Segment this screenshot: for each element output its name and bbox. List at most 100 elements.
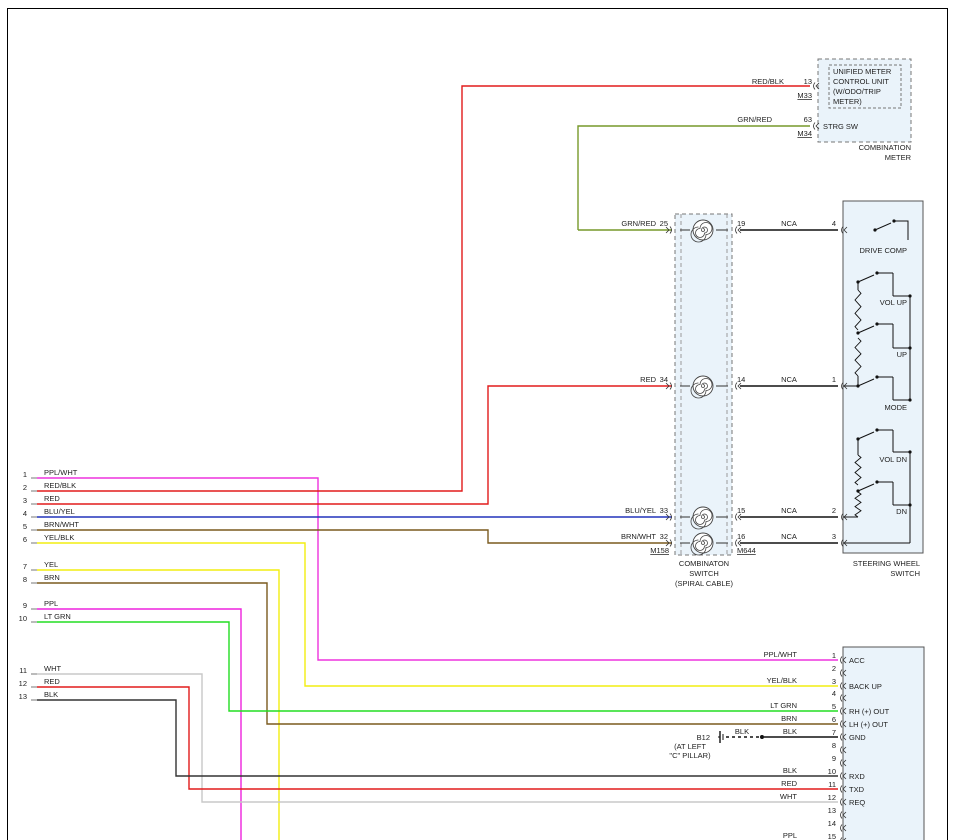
left-pin-9: 9 — [23, 601, 27, 610]
left-wire-label-6: YEL/BLK — [44, 533, 74, 542]
cs-terminal-in-34 — [665, 382, 672, 390]
audio-terminal-4 — [840, 694, 847, 702]
switch-label-vol-dn: VOL DN — [879, 455, 907, 464]
meter-unit-label-line-4: METER) — [833, 97, 862, 106]
resistor-dn-icon — [854, 491, 862, 518]
cs-terminal-out-19 — [735, 226, 742, 234]
cs-wire-in-25: GRN/RED — [621, 219, 656, 228]
audio-wire-label-12: WHT — [780, 792, 797, 801]
steering-wheel-switch: STEERING WHEEL SWITCH DRIVE COMP VOL UP … — [842, 200, 924, 578]
left-pin-6: 6 — [23, 535, 27, 544]
cs-terminal-out-14 — [735, 382, 742, 390]
diagram-frame — [7, 8, 948, 840]
meter-connector-m33: M33 — [797, 91, 812, 100]
cs-wire-out-16: NCA — [781, 532, 797, 541]
left-wire-label-13: BLK — [44, 690, 58, 699]
audio-wire-label-7: BLK — [783, 727, 797, 736]
left-pin-13: 13 — [19, 692, 27, 701]
left-pin-11: 11 — [19, 666, 27, 675]
meter-pin-63: 63 — [804, 115, 812, 124]
switch-label-vol-up: VOL UP — [880, 298, 907, 307]
audio-pin-13: 13 — [828, 806, 836, 815]
cs-wire-out-14: NCA — [781, 375, 797, 384]
audio-terminal-6 — [840, 720, 847, 728]
comb-switch-connector-m158: M158 — [650, 546, 669, 555]
sws-terminal-4 — [841, 226, 848, 234]
sws-terminal-1 — [841, 382, 848, 390]
left-wire-label-12: RED — [44, 677, 60, 686]
meter-wire-label-2: GRN/RED — [737, 115, 772, 124]
comb-switch-title-line-1: COMBINATON — [679, 559, 729, 568]
audio-pin-11: 11 — [828, 780, 836, 789]
audio-pin-15: 15 — [828, 832, 836, 840]
cs-pin-out-19: 19 — [737, 219, 745, 228]
cs-terminal-in-32 — [665, 539, 672, 547]
cs-pin-out-15: 15 — [737, 506, 745, 515]
audio-unit — [842, 646, 925, 840]
meter-terminal-63 — [813, 122, 820, 130]
left-pin-12: 12 — [19, 679, 27, 688]
switch-label-drive-comp: DRIVE COMP — [859, 246, 907, 255]
spiral-cable-icon-32 — [690, 532, 714, 556]
audio-wire-label-1: PPL/WHT — [764, 650, 798, 659]
audio-wire-label-10: BLK — [783, 766, 797, 775]
audio-terminal-2 — [840, 669, 847, 677]
audio-pin-6: 6 — [832, 715, 836, 724]
audio-terminal-11 — [840, 785, 847, 793]
audio-pin-12: 12 — [828, 793, 836, 802]
resistor-vol-up-icon — [854, 289, 862, 331]
left-wire-label-4: BLU/YEL — [44, 507, 75, 516]
audio-func-5: RH (+) OUT — [849, 707, 890, 716]
audio-pin-7: 7 — [832, 728, 836, 737]
left-pin-7: 7 — [23, 562, 27, 571]
left-wire-label-1: PPL/WHT — [44, 468, 78, 477]
comb-switch-title-line-3: (SPIRAL CABLE) — [675, 579, 734, 588]
left-wire-label-10: LT GRN — [44, 612, 71, 621]
wire-ppl — [37, 608, 242, 840]
switch-label-dn: DN — [896, 507, 907, 516]
audio-wire-label-5: LT GRN — [770, 701, 797, 710]
audio-terminal-8 — [840, 746, 847, 754]
cs-terminal-out-15 — [735, 513, 742, 521]
left-wire-label-8: BRN — [44, 573, 60, 582]
audio-func-10: RXD — [849, 772, 865, 781]
audio-terminal-15 — [840, 837, 847, 840]
wire-blk-rxd — [37, 699, 838, 777]
left-pin-4: 4 — [23, 509, 27, 518]
audio-wire-label-15: PPL — [783, 831, 797, 840]
wire-brn — [37, 582, 838, 725]
left-pin-8: 8 — [23, 575, 27, 584]
cs-pin-in-33: 33 — [660, 506, 668, 515]
audio-pin-8: 8 — [832, 741, 836, 750]
ground-label: B12 — [697, 733, 710, 742]
comb-switch-connector-m644: M644 — [737, 546, 756, 555]
cs-wire-out-15: NCA — [781, 506, 797, 515]
spiral-cable-icon-33 — [690, 506, 714, 530]
wire-yel-blk — [37, 542, 838, 687]
audio-terminal-14 — [840, 824, 847, 832]
audio-terminal-7 — [840, 733, 847, 741]
meter-title-line-2: METER — [885, 153, 912, 162]
meter-title-line-1: COMBINATION — [859, 143, 911, 152]
audio-pin-10: 10 — [828, 767, 836, 776]
meter-unit-label-line-1: UNIFIED METER — [833, 67, 892, 76]
audio-func-6: LH (+) OUT — [849, 720, 888, 729]
audio-wire-label-6: BRN — [781, 714, 797, 723]
wire-red-blk — [37, 85, 810, 492]
audio-pin-5: 5 — [832, 702, 836, 711]
audio-pin-2: 2 — [832, 664, 836, 673]
audio-wire-label-3: YEL/BLK — [767, 676, 797, 685]
cs-terminal-out-16 — [735, 539, 742, 547]
resistor-up-icon — [854, 337, 862, 377]
left-wire-label-11: WHT — [44, 664, 61, 673]
audio-terminal-5 — [840, 707, 847, 715]
left-wire-label-9: PPL — [44, 599, 58, 608]
audio-terminal-10 — [840, 772, 847, 780]
audio-pin-3: 3 — [832, 677, 836, 686]
audio-pin-4: 4 — [832, 689, 836, 698]
cs-terminal-in-25 — [665, 226, 672, 234]
cs-wire-in-32: BRN/WHT — [621, 532, 656, 541]
resistor-vol-dn-icon — [854, 454, 862, 486]
spiral-cable-icon-34 — [690, 375, 714, 399]
